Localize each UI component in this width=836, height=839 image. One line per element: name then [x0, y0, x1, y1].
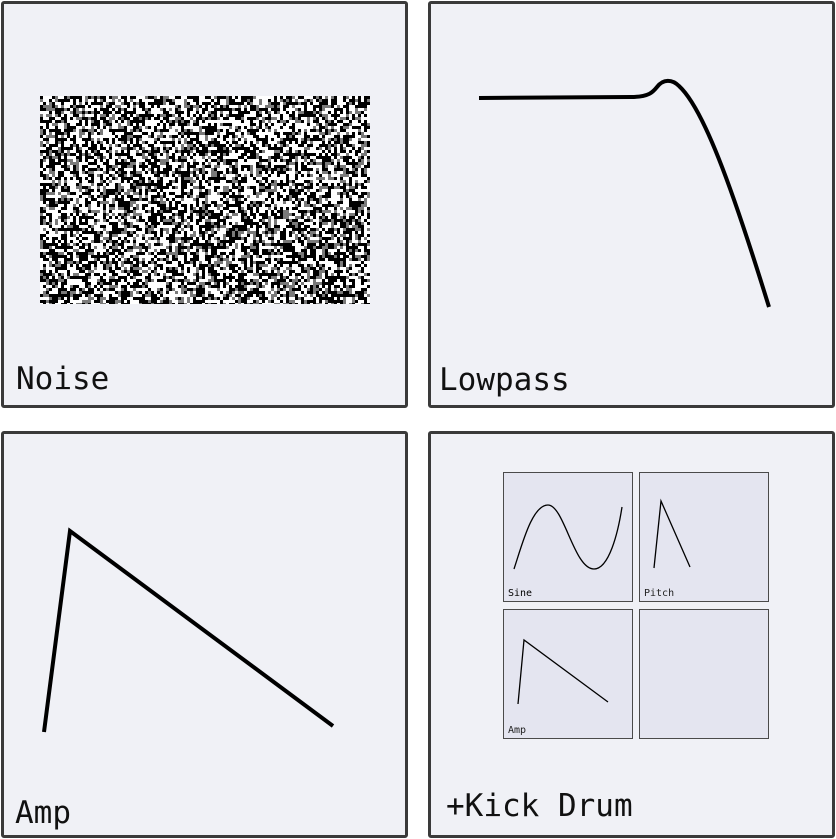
lowpass-label: Lowpass [439, 362, 570, 398]
kick-drum-panel[interactable]: Sine Pitch Amp +Kick Drum [428, 431, 835, 838]
noise-pattern-icon [40, 96, 370, 304]
pitch-label: Pitch [644, 588, 675, 599]
amp-mini-panel[interactable]: Amp [503, 609, 633, 739]
sine-label: Sine [508, 588, 533, 599]
sine-wave-icon [513, 504, 623, 570]
sine-mini-panel[interactable]: Sine [503, 472, 633, 602]
noise-panel[interactable]: Noise [1, 1, 408, 408]
amp-envelope-mini-icon [517, 638, 609, 705]
lowpass-curve-icon [478, 78, 771, 308]
amp-mini-label: Amp [508, 725, 527, 736]
empty-mini-panel[interactable] [639, 609, 769, 739]
lowpass-panel[interactable]: Lowpass [428, 1, 835, 408]
noise-label: Noise [16, 361, 110, 397]
pitch-mini-panel[interactable]: Pitch [639, 472, 769, 602]
amp-panel[interactable]: Amp [1, 431, 408, 838]
kick-drum-label: +Kick Drum [446, 788, 633, 824]
pitch-envelope-icon [653, 498, 691, 569]
amp-envelope-icon [42, 527, 335, 733]
amp-label: Amp [15, 795, 71, 831]
